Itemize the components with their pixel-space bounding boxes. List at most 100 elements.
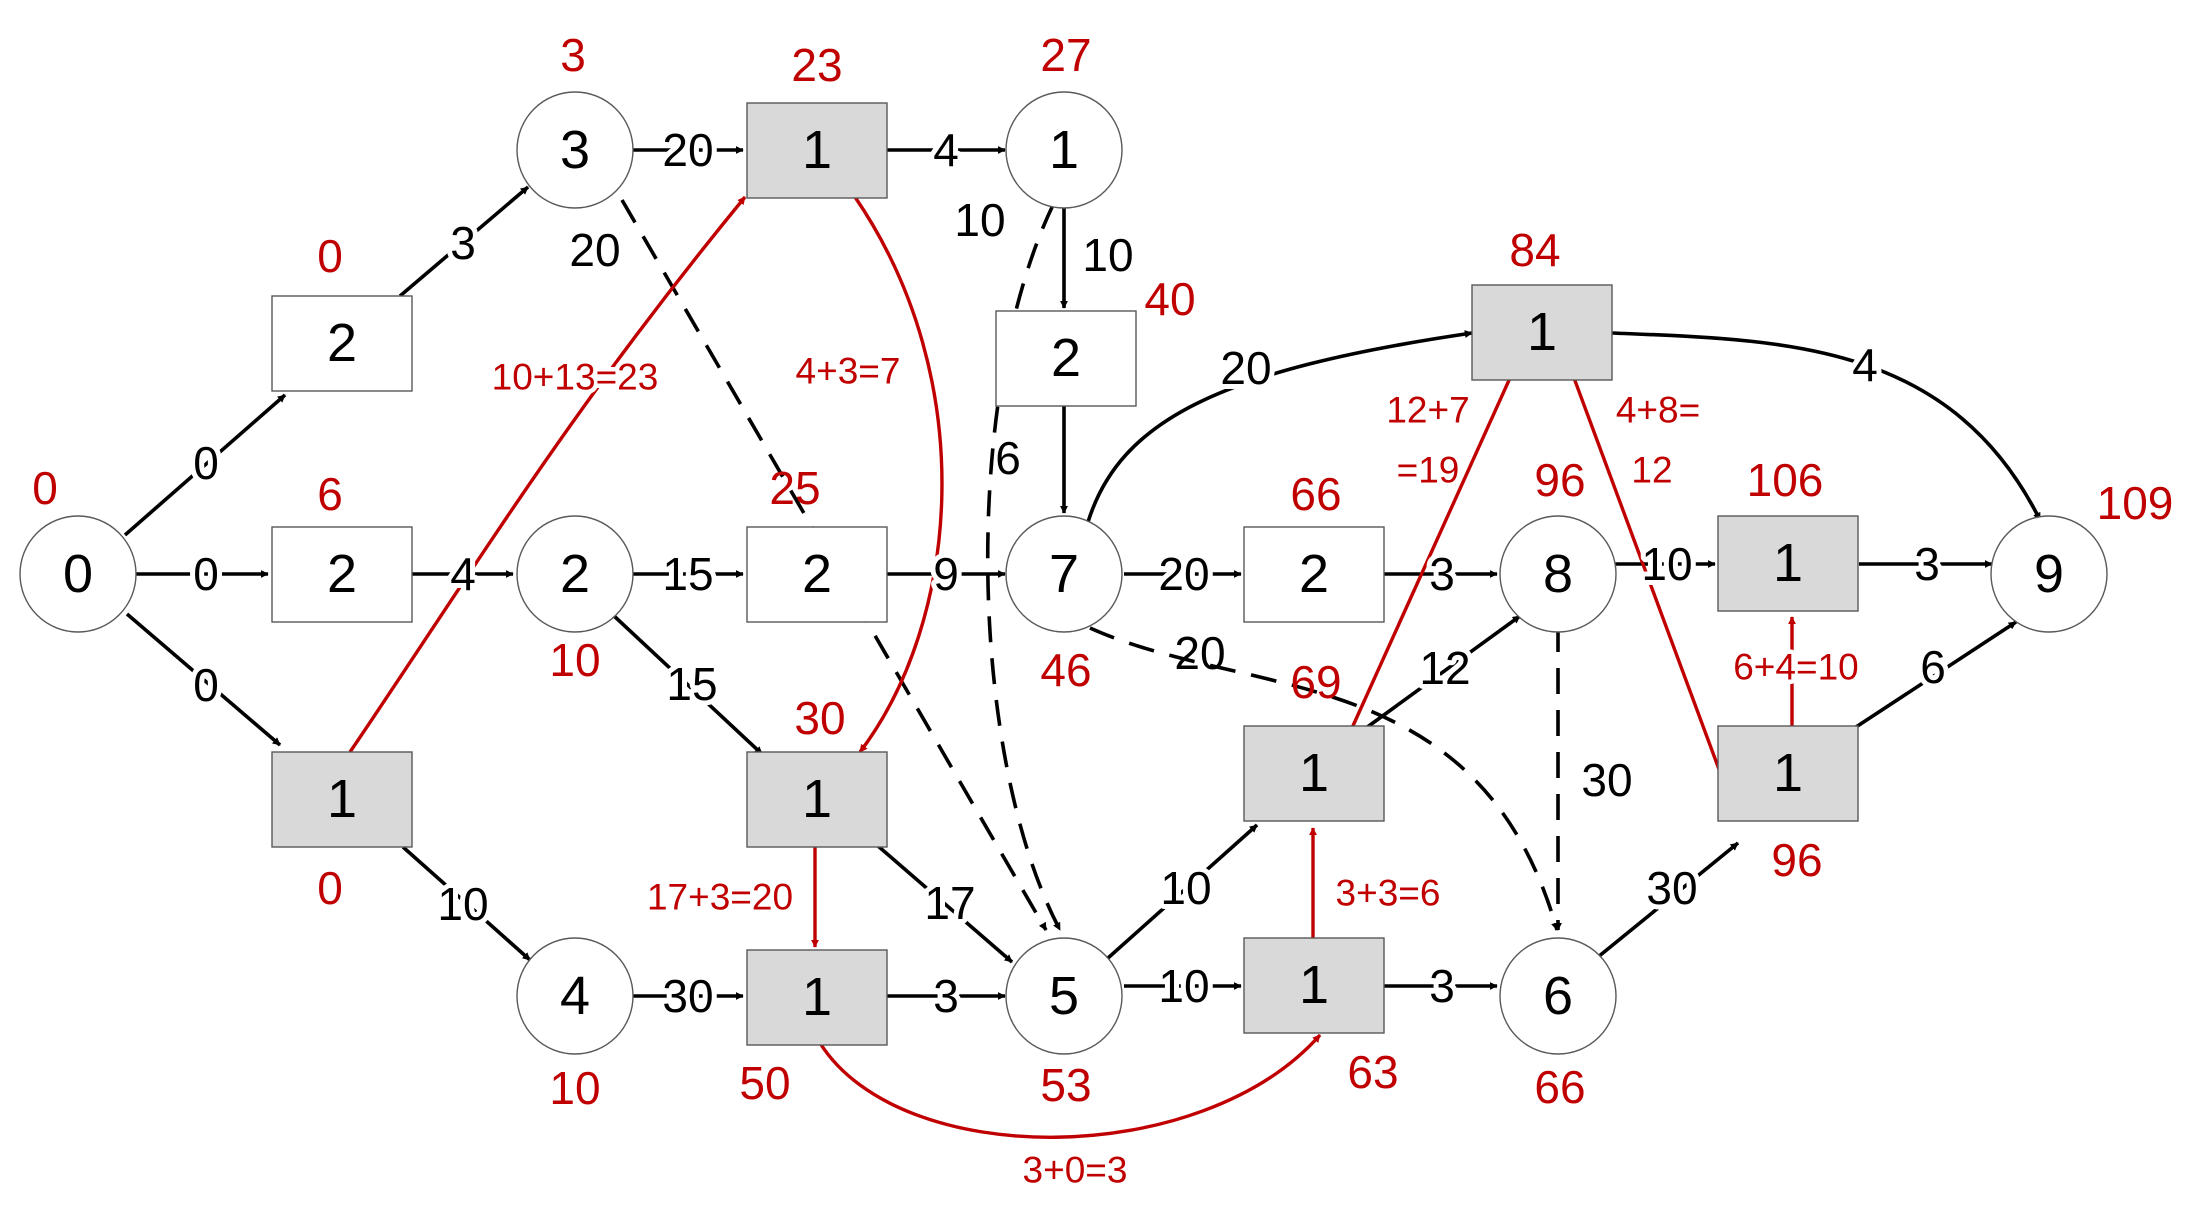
edge-c0-b-bot [125, 612, 282, 747]
node-label-9: 9 [2034, 544, 2064, 604]
node-label-5: 5 [1049, 966, 1079, 1026]
edge-b-top-c3 [398, 185, 530, 298]
node-box-63[interactable] [1243, 937, 1385, 1034]
nodes: 0 2 2 1 3 2 4 1 2 1 1 1 2 7 5 1 2 [19, 91, 2108, 1055]
calc-g96-g106: 6+4=10 [1733, 647, 1859, 688]
edge-c2-g30 [611, 613, 764, 756]
weight-c7-w66: 20 [1158, 548, 1209, 600]
weight-c8-g106: 10 [1641, 538, 1692, 590]
node-label-66: 2 [1299, 544, 1329, 604]
edge-g84-c9 [1611, 331, 2042, 521]
edge-c1-c5 [985, 204, 1062, 931]
time-node-1: 27 [1040, 29, 1091, 81]
weight-c3-c5: 20 [569, 224, 620, 276]
node-box-23[interactable] [746, 102, 888, 199]
time-node-6: 66 [1534, 1061, 1585, 1113]
weight-g30-c5: 17 [924, 877, 975, 929]
node-box-top-2[interactable] [271, 295, 413, 392]
weight-g84-c9: 4 [1852, 339, 1878, 391]
time-box-mid-2: 6 [317, 468, 343, 520]
edge-b-bot-g-top [348, 195, 747, 753]
node-circle-1[interactable] [1005, 91, 1123, 209]
weight-c0-b-bot: 0 [193, 659, 219, 711]
node-box-106[interactable] [1717, 515, 1859, 612]
node-label-50: 1 [802, 967, 832, 1027]
weight-w66-c8: 3 [1429, 548, 1455, 600]
time-node-3: 3 [560, 29, 586, 81]
weight-g-top-c1: 4 [933, 124, 959, 176]
calc-g63-g69: 3+3=6 [1336, 873, 1441, 914]
edge-g50-g63 [818, 1033, 1322, 1139]
node-circle-8[interactable] [1499, 515, 1617, 633]
node-label-top-2: 2 [327, 313, 357, 373]
node-label-8: 8 [1543, 544, 1573, 604]
node-circle-5[interactable] [1005, 937, 1123, 1055]
calc-g-top-g30: 4+3=7 [796, 351, 901, 392]
node-box-50[interactable] [746, 949, 888, 1046]
calc-b-bot-g-top: 10+13=23 [492, 357, 659, 398]
calc-g84-g96-line1: 4+8= [1616, 390, 1700, 431]
calc-g30-g50: 17+3=20 [647, 877, 793, 918]
time-box-84: 84 [1509, 224, 1560, 276]
node-label-69: 1 [1299, 743, 1329, 803]
node-label-96: 1 [1773, 743, 1803, 803]
weight-g50-c5: 3 [933, 970, 959, 1022]
time-box-30: 30 [794, 692, 845, 744]
edge-c6-g96 [1596, 841, 1740, 959]
node-label-23: 1 [802, 120, 832, 180]
node-circle-9[interactable] [1990, 515, 2108, 633]
weight-g69-c8: 12 [1419, 642, 1470, 694]
node-label-40: 2 [1051, 328, 1081, 388]
weight-c2-g30: 15 [666, 658, 717, 710]
weight-g96-c9: 6 [1920, 641, 1946, 693]
edge-c5-g69 [1106, 823, 1259, 960]
node-label-25: 2 [802, 544, 832, 604]
node-box-69[interactable] [1243, 725, 1385, 822]
weight-c5-g69: 10 [1160, 862, 1211, 914]
node-box-25[interactable] [746, 526, 888, 623]
edge-g-top-g30 [853, 196, 944, 754]
time-node-2: 10 [549, 634, 600, 686]
weight-b-bot-c4: 10 [437, 878, 488, 930]
weight-w40-c7: 6 [995, 432, 1021, 484]
edge-g69-c8 [1364, 614, 1522, 730]
node-box-bot-1[interactable] [271, 751, 413, 848]
node-label-106: 1 [1773, 533, 1803, 593]
node-label-0: 0 [63, 544, 93, 604]
node-circle-3[interactable] [516, 91, 634, 209]
node-box-30[interactable] [746, 751, 888, 848]
calc-labels: 10+13=23 4+3=7 17+3=20 3+0=3 3+3=6 12+7 … [487, 346, 1863, 1191]
time-box-66: 66 [1290, 468, 1341, 520]
time-node-0: 0 [32, 462, 58, 514]
node-circle-0[interactable] [19, 515, 137, 633]
time-box-40: 40 [1144, 273, 1195, 325]
weight-c1-w40: 10 [1082, 229, 1133, 281]
node-circle-6[interactable] [1499, 937, 1617, 1055]
node-box-84[interactable] [1471, 284, 1613, 381]
weight-b-mid-c2: 4 [450, 548, 476, 600]
node-label-3: 3 [560, 120, 590, 180]
weight-c7-g84: 20 [1220, 342, 1271, 394]
node-circle-4[interactable] [516, 937, 634, 1055]
node-box-mid-2[interactable] [271, 526, 413, 623]
time-box-50: 50 [739, 1057, 790, 1109]
time-box-63: 63 [1347, 1046, 1398, 1098]
weight-c7-c6: 20 [1174, 627, 1225, 679]
edge-g69-g84 [1350, 377, 1512, 729]
weight-g106-c9: 3 [1914, 538, 1940, 590]
time-node-8: 96 [1534, 454, 1585, 506]
weight-b-top-c3: 3 [450, 217, 476, 269]
node-box-66[interactable] [1243, 526, 1385, 623]
weight-w-mid-c7: 9 [933, 548, 959, 600]
edge-c0-b-top [123, 393, 287, 537]
weight-c0-b-top: 0 [193, 437, 219, 489]
time-box-25: 25 [769, 462, 820, 514]
node-label-7: 7 [1049, 544, 1079, 604]
node-label-84: 1 [1527, 302, 1557, 362]
node-box-40[interactable] [995, 310, 1137, 407]
edge-c7-g84 [1086, 330, 1473, 523]
node-circle-7[interactable] [1005, 515, 1123, 633]
node-box-96[interactable] [1717, 725, 1859, 822]
node-circle-2[interactable] [516, 515, 634, 633]
